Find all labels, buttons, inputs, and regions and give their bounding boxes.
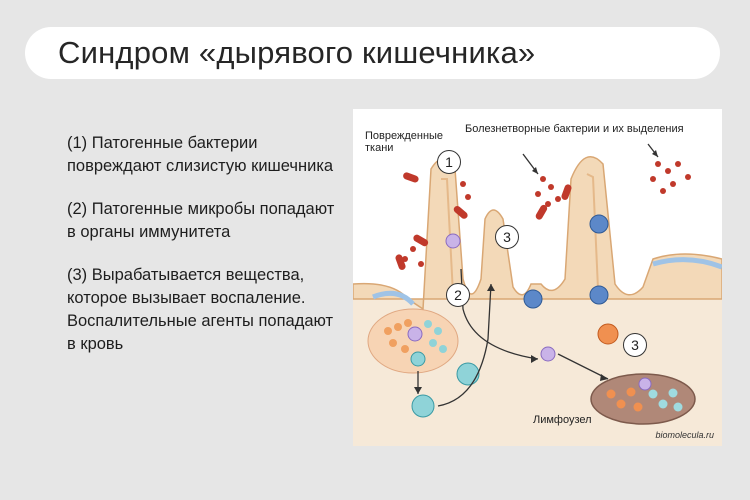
marker-3a: 3 bbox=[495, 225, 519, 249]
label-pathogenic-bacteria: Болезнетворные бактерии и их выделения bbox=[465, 123, 684, 135]
bacteria-rods bbox=[395, 172, 572, 270]
source-credit: biomolecula.ru bbox=[655, 430, 714, 440]
marker-2: 2 bbox=[446, 283, 470, 307]
bullet-2: (2) Патогенные микробы попадают в органы… bbox=[67, 200, 335, 241]
label-lymph-node: Лимфоузел bbox=[533, 414, 592, 426]
arrow-to-node bbox=[557, 353, 609, 380]
mucus-right bbox=[652, 257, 722, 270]
label-damaged-tissue: Поврежденные ткани bbox=[365, 130, 444, 154]
arrow-microbes bbox=[460, 268, 539, 360]
immune-cells bbox=[410, 214, 619, 418]
villus-core-2 bbox=[586, 173, 599, 290]
bullet-1: (1) Патогенные бактерии повреждают слизи… bbox=[67, 134, 334, 175]
lymph-node bbox=[590, 373, 696, 425]
bullet-3: (3) Вырабатывается вещества, которое выз… bbox=[67, 266, 334, 353]
intestine-illustration bbox=[353, 143, 722, 446]
arrowheads bbox=[414, 150, 658, 394]
title-banner bbox=[25, 27, 720, 79]
marker-1: 1 bbox=[437, 150, 461, 174]
mucus-left bbox=[372, 290, 415, 306]
lymph-node-cells bbox=[606, 377, 683, 412]
bacteria-dots bbox=[402, 161, 691, 267]
arrow-up bbox=[437, 283, 492, 407]
page-title: Синдром «дырявого кишечника» bbox=[58, 35, 536, 70]
bullet-list: (1) Патогенные бактерии повреждают слизи… bbox=[67, 132, 342, 376]
marker-3b: 3 bbox=[623, 333, 647, 357]
intestine-diagram: Поврежденные ткани Болезнетворные бактер… bbox=[353, 109, 722, 446]
villus-core-1 bbox=[441, 178, 454, 295]
